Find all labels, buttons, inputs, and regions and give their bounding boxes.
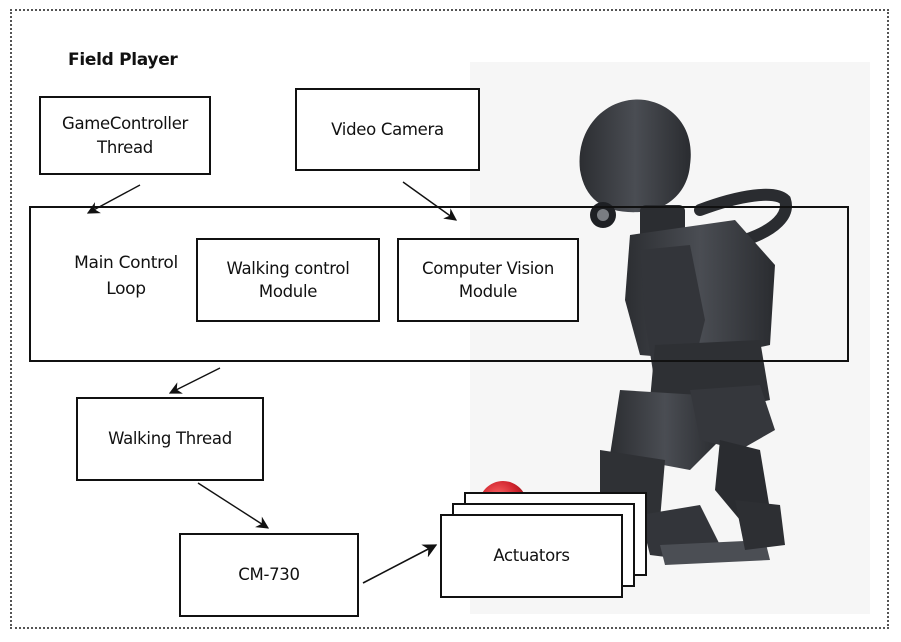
main-control-loop-label: Main Control Loop xyxy=(74,253,178,300)
actuators-box: Actuators xyxy=(440,514,623,598)
arrow-camera-to-vision xyxy=(402,181,458,221)
robot-thigh xyxy=(610,390,720,470)
page-title: Field Player xyxy=(68,50,178,70)
arrow-gamecontroller-to-loop xyxy=(86,184,141,214)
computer-vision-module-box: Computer Vision Module xyxy=(397,238,579,322)
video-camera-box: Video Camera xyxy=(295,88,480,171)
gamecontroller-thread-box: GameController Thread xyxy=(39,96,211,175)
walking-control-module-box: Walking control Module xyxy=(196,238,380,322)
dotted-frame xyxy=(10,9,889,629)
cm730-box: CM-730 xyxy=(179,533,359,617)
robot-head xyxy=(579,99,691,213)
walking-thread-box: Walking Thread xyxy=(76,397,264,481)
robot-foot-right xyxy=(735,500,785,550)
arrow-walking-thread-to-cm730 xyxy=(197,482,270,529)
arrow-loop-to-walking-thread xyxy=(168,367,221,394)
arrow-cm730-to-actuators xyxy=(362,544,438,584)
